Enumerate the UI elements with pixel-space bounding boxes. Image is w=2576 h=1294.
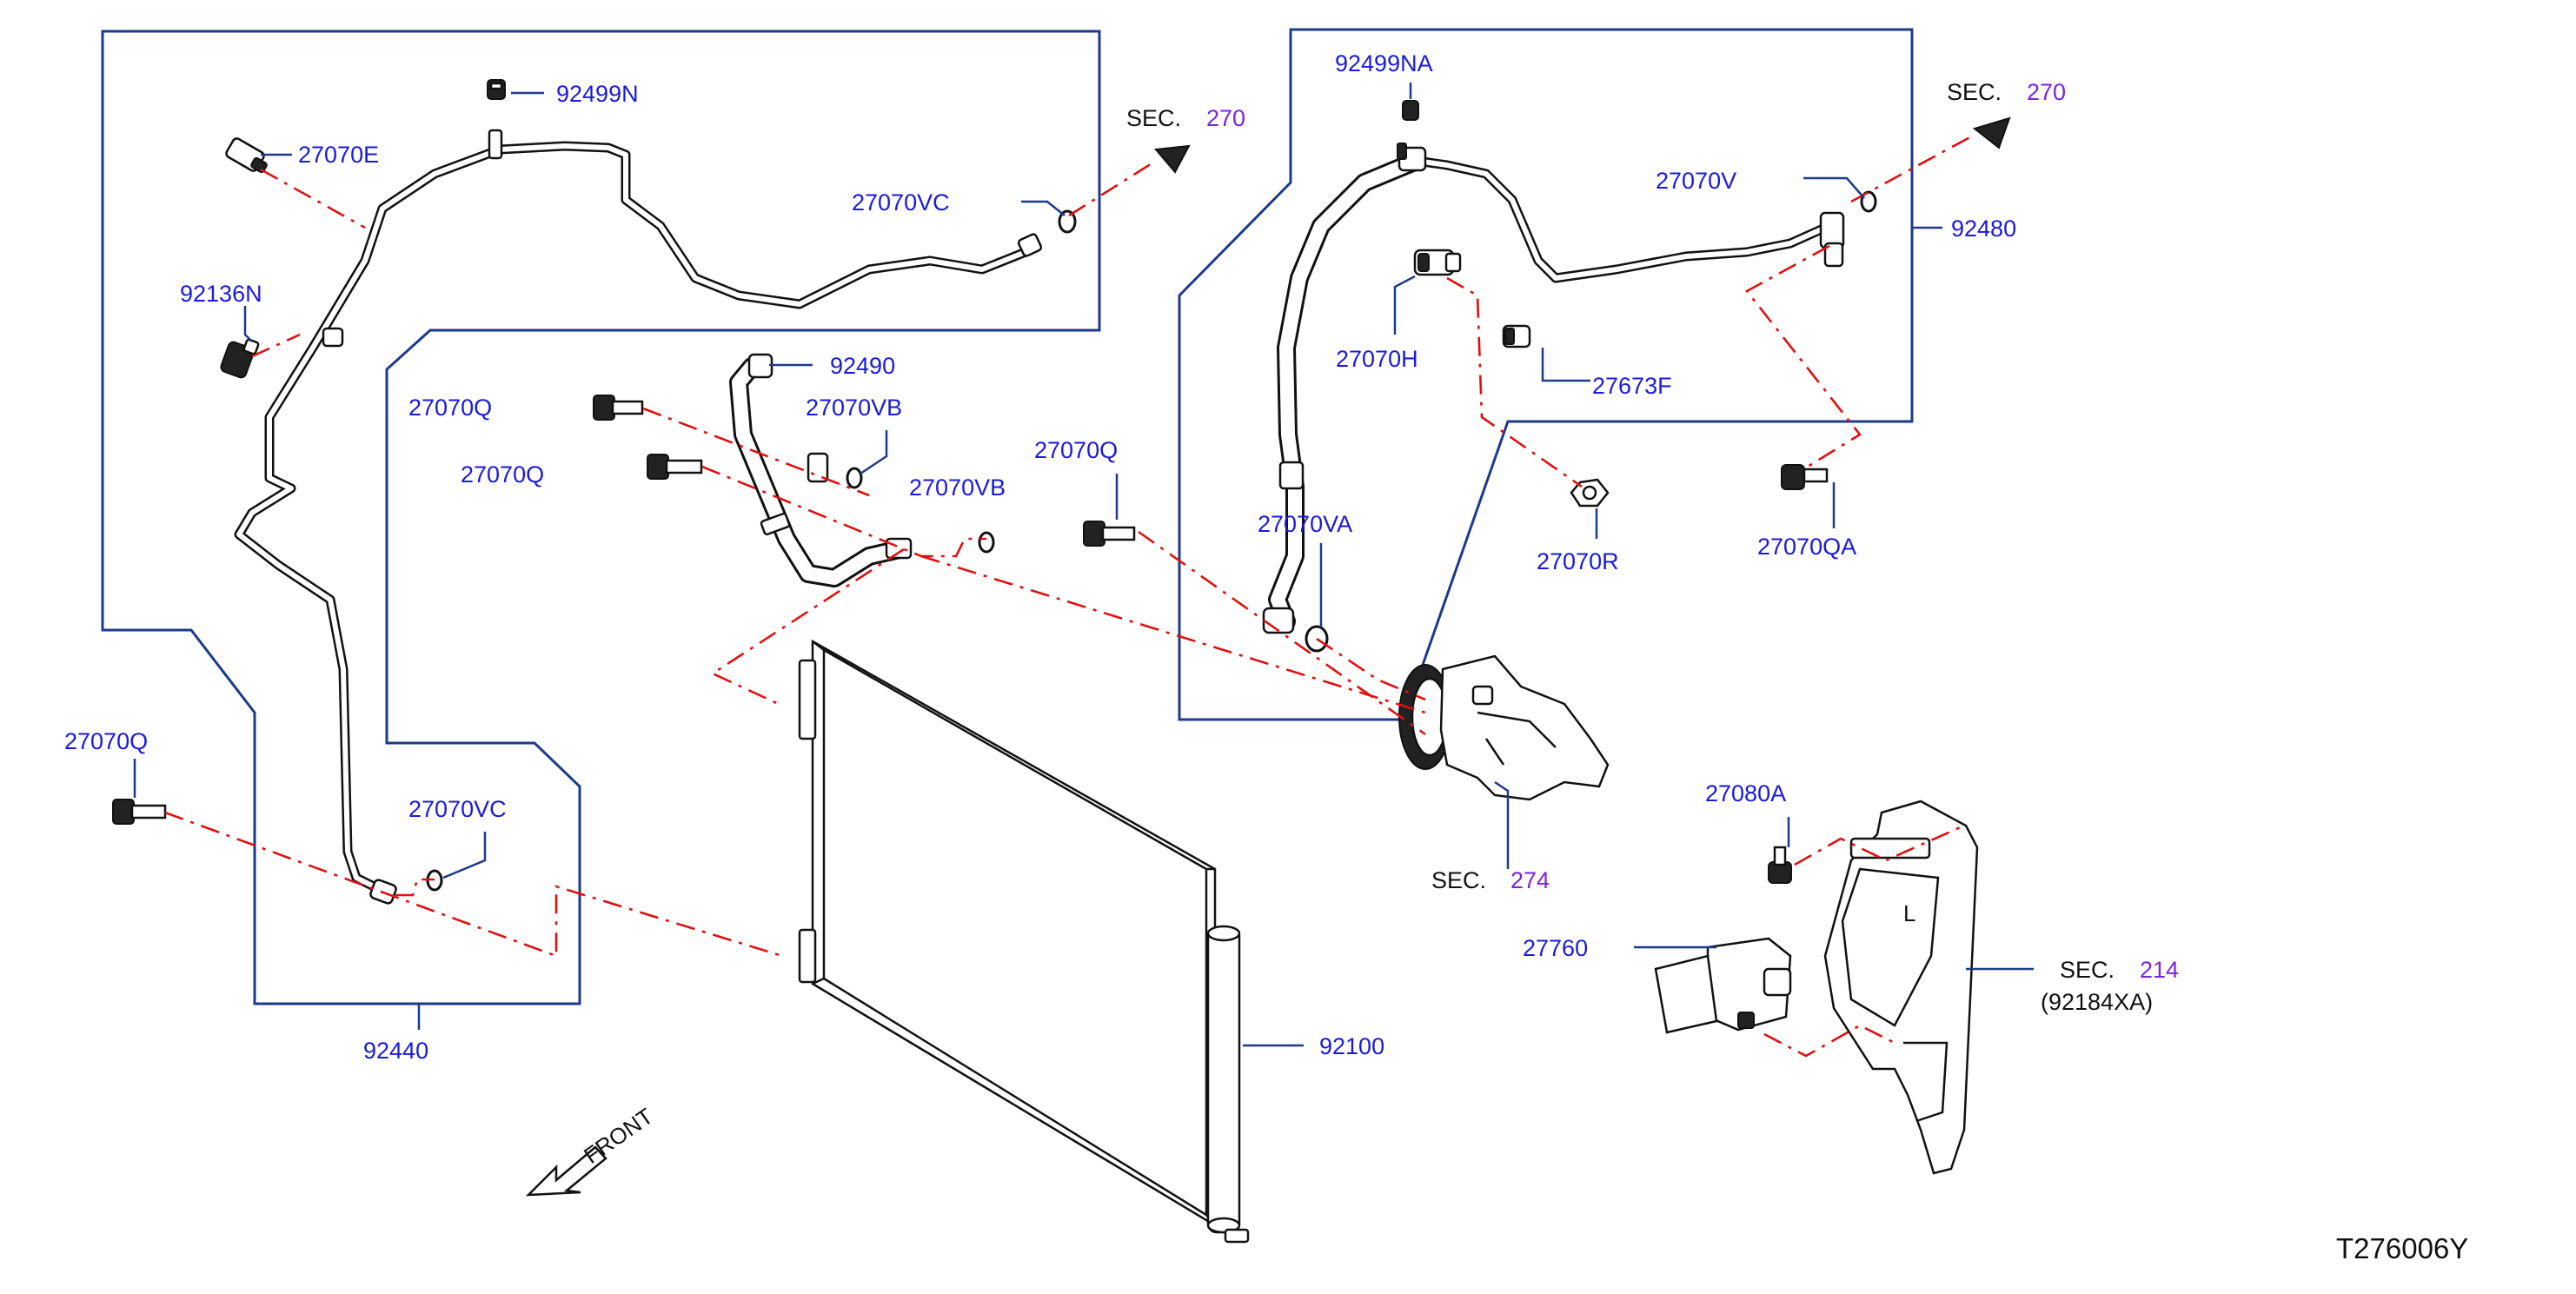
label-92136N: 92136N — [180, 281, 262, 307]
sec-label-270-left: SEC. — [1126, 105, 1181, 131]
o-ring-27070VB-b — [978, 531, 995, 554]
cap-92499NA — [1402, 100, 1419, 121]
label-92100: 92100 — [1319, 1033, 1384, 1059]
sec-number-274[interactable]: 274 — [1510, 867, 1550, 893]
o-ring-27070V — [1860, 190, 1877, 213]
hose-92480 — [1262, 143, 1845, 634]
o-ring-27070VA — [1305, 625, 1329, 653]
sec270-arrow-left — [1154, 144, 1191, 174]
connector-27760 — [1654, 937, 1792, 1034]
sec-label-214: SEC. — [2060, 957, 2115, 983]
label-27070QA: 27070QA — [1757, 534, 1856, 560]
bolt-27070Q-d — [112, 799, 167, 825]
sec-label-270-right: SEC. — [1947, 79, 2002, 105]
label-27070VC-top: 27070VC — [852, 189, 950, 216]
label-27070Q-d: 27070Q — [64, 728, 148, 754]
label-27070E: 27070E — [298, 142, 379, 168]
drawing-id: T276006Y — [2336, 1232, 2468, 1264]
hose-92490 — [729, 353, 913, 587]
front-arrow — [525, 1145, 607, 1197]
tube-92440 — [234, 129, 1043, 905]
label-27070VA: 27070VA — [1258, 511, 1352, 537]
label-27070Q-a: 27070Q — [408, 395, 492, 421]
sensor-27070E — [225, 137, 268, 174]
sec-number-214[interactable]: 214 — [2140, 957, 2179, 983]
bolt-27080A — [1768, 846, 1792, 884]
label-27080A: 27080A — [1705, 780, 1786, 806]
label-92480: 92480 — [1951, 216, 2016, 242]
compressor — [1398, 654, 1610, 801]
sec-label-274: SEC. — [1431, 867, 1486, 893]
switch-92136N — [220, 338, 260, 379]
label-27070VC-bottom: 27070VC — [408, 796, 507, 822]
cap-92499N — [487, 79, 506, 100]
label-27070R: 27070R — [1537, 548, 1619, 574]
label-92499N: 92499N — [556, 81, 639, 107]
label-27070VB-a: 27070VB — [806, 395, 902, 421]
label-27760: 27760 — [1523, 935, 1588, 961]
bolt-27070QA — [1781, 464, 1829, 490]
frame-92440 — [101, 30, 1101, 1005]
sec-number-270-right[interactable]: 270 — [2027, 79, 2066, 105]
label-92499NA: 92499NA — [1335, 50, 1433, 76]
fitting-27673F — [1502, 324, 1531, 348]
label-27070VB-b: 27070VB — [909, 474, 1006, 501]
leader-lines — [133, 83, 2034, 1047]
label-27070Q-b: 27070Q — [461, 461, 544, 488]
front-label: FRONT — [579, 1103, 658, 1169]
label-92440: 92440 — [363, 1038, 428, 1064]
connection-lines — [164, 133, 1975, 1058]
bolt-27070Q-b — [647, 454, 703, 480]
bracket-mark: L — [1903, 900, 1915, 926]
label-92490: 92490 — [830, 353, 895, 379]
sec-214-subref: (92184XA) — [2041, 989, 2153, 1015]
o-ring-27070VB-a — [846, 467, 863, 489]
label-27070Q-c: 27070Q — [1034, 437, 1118, 463]
bolt-27070Q-a — [593, 395, 644, 421]
label-27070V: 27070V — [1656, 168, 1736, 194]
bolt-27070Q-c — [1083, 521, 1136, 547]
o-ring-27070VC-top — [1058, 209, 1077, 234]
valve-27070H — [1413, 249, 1462, 276]
label-27673F: 27673F — [1592, 373, 1672, 399]
bracket-sec214: L — [1823, 800, 1979, 1175]
sec270-arrow-right — [1972, 116, 2011, 149]
label-27070H: 27070H — [1336, 346, 1418, 372]
sec-number-270-left[interactable]: 270 — [1206, 105, 1245, 131]
condenser-92100 — [798, 639, 1250, 1244]
charge-port-fitting — [488, 129, 503, 160]
